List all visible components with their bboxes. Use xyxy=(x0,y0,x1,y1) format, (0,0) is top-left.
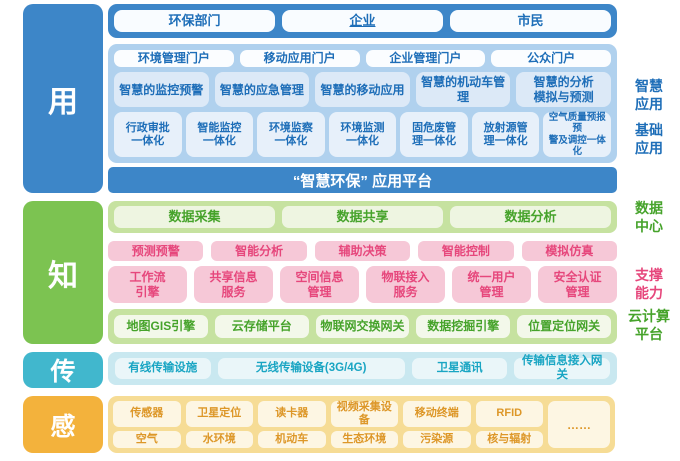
transmission-box: 有线传输设施 xyxy=(115,358,211,379)
cloud-box: 地图GIS引擎 xyxy=(114,315,208,338)
smart-app-row: 智慧的监控预警智慧的应急管理智慧的移动应用智慧的机动车管理智慧的分析 模拟与预测 xyxy=(114,72,611,108)
cloud-platform-row: 地图GIS引擎云存储平台物联网交换网关数据挖掘引擎位置定位网关 xyxy=(108,309,617,344)
side-label-support-capability: 支撑 能力 xyxy=(635,267,663,301)
side-label-cloud-platform: 云计算 平台 xyxy=(628,308,670,342)
side-label-smart-apps: 智慧 应用 xyxy=(635,78,663,112)
smart-app-box: 智慧的分析 模拟与预测 xyxy=(516,72,611,108)
use-layer-container: 环境管理门户移动应用门户企业管理门户公众门户 智慧的监控预警智慧的应急管理智慧的… xyxy=(108,44,617,163)
data-center-box: 数据采集 xyxy=(114,206,275,228)
support-capability-row-1: 预测预警智能分析辅助决策智能控制模拟仿真 xyxy=(108,241,618,261)
support-box: 物联接入 服务 xyxy=(366,266,445,303)
data-center-box: 数据分析 xyxy=(450,206,611,228)
user-role-box: 市民 xyxy=(450,10,611,32)
cloud-box: 云存储平台 xyxy=(214,315,309,338)
smart-app-box: 智慧的监控预警 xyxy=(114,72,209,108)
side-label-basic-apps: 基础 应用 xyxy=(635,122,663,156)
cloud-box: 数据挖掘引擎 xyxy=(416,315,511,338)
layer-block-sense: 感 xyxy=(23,396,103,453)
cloud-box: 物联网交换网关 xyxy=(315,315,410,338)
portal-box: 环境管理门户 xyxy=(114,50,234,68)
sense-device-box: 视频采集设备 xyxy=(330,401,398,427)
layer-block-use: 用 xyxy=(23,4,103,193)
cloud-box: 位置定位网关 xyxy=(517,315,611,338)
sense-device-box: RFID xyxy=(475,401,543,427)
transmission-box: 卫星通讯 xyxy=(411,358,508,379)
support-box: 安全认证 管理 xyxy=(538,266,617,303)
support-box: 共享信息 服务 xyxy=(194,266,273,303)
sense-target-box: 机动车 xyxy=(258,430,326,448)
layer-block-know: 知 xyxy=(23,201,103,344)
sense-target-box: 污染源 xyxy=(403,430,471,448)
support-box: 辅助决策 xyxy=(314,241,411,261)
sense-target-box: 空气 xyxy=(113,430,181,448)
sense-target-box: 生态环境 xyxy=(330,430,398,448)
basic-app-box: 智能监控 一体化 xyxy=(185,112,254,157)
transmission-box: 传输信息接入网关 xyxy=(514,355,610,381)
user-role-box: 环保部门 xyxy=(114,10,275,32)
support-box: 智能分析 xyxy=(211,241,307,261)
layer-block-transmit: 传 xyxy=(23,352,103,388)
data-center-box: 数据共享 xyxy=(282,206,443,228)
sense-device-box: 卫星定位 xyxy=(185,401,253,427)
support-box: 模拟仿真 xyxy=(521,241,618,261)
smart-app-box: 智慧的机动车管理 xyxy=(415,72,511,108)
support-box: 工作流 引擎 xyxy=(108,266,187,303)
portal-box: 公众门户 xyxy=(491,50,611,68)
transmission-row: 有线传输设施无线传输设备(3G/4G) 卫星通讯传输信息接入网关 xyxy=(108,352,617,385)
user-roles-row: 环保部门企业市民 xyxy=(108,4,617,38)
support-box: 智能控制 xyxy=(418,241,514,261)
support-capability-row-2: 工作流 引擎共享信息 服务空间信息 管理物联接入 服务统一用户 管理安全认证 管… xyxy=(108,266,617,303)
sense-more-box: …… xyxy=(548,401,610,448)
basic-app-row: 行政审批 一体化智能监控 一体化环境监察 一体化环境监测 一体化固危废管 理一体… xyxy=(114,112,612,157)
support-box: 空间信息 管理 xyxy=(280,266,359,303)
portal-row: 环境管理门户移动应用门户企业管理门户公众门户 xyxy=(114,50,611,68)
smart-app-box: 智慧的移动应用 xyxy=(315,72,410,108)
smart-app-box: 智慧的应急管理 xyxy=(214,72,310,108)
basic-app-box: 放射源管 理一体化 xyxy=(471,112,540,157)
basic-app-box: 固危废管 理一体化 xyxy=(400,112,468,157)
platform-bar: “智慧环保” 应用平台 xyxy=(108,167,617,193)
basic-app-box: 行政审批 一体化 xyxy=(114,112,182,157)
portal-box: 企业管理门户 xyxy=(365,50,486,68)
portal-box: 移动应用门户 xyxy=(239,50,360,68)
sense-target-box: 水环境 xyxy=(185,430,253,448)
support-box: 统一用户 管理 xyxy=(452,266,531,303)
sense-target-row: 空气水环境机动车生态环境污染源核与辐射 xyxy=(113,430,543,448)
support-box: 预测预警 xyxy=(108,241,204,261)
side-label-data-center: 数据 中心 xyxy=(635,200,663,234)
basic-app-box: 环境监察 一体化 xyxy=(257,112,325,157)
basic-app-box: 环境监测 一体化 xyxy=(328,112,397,157)
sense-device-box: 传感器 xyxy=(113,401,181,427)
basic-app-box: 空气质量预报预 警及调控一体化 xyxy=(543,112,612,157)
transmission-box: 无线传输设备(3G/4G) xyxy=(217,358,405,379)
user-role-box: 企业 xyxy=(282,10,443,32)
sense-target-box: 核与辐射 xyxy=(475,430,543,448)
sense-device-box: 移动终端 xyxy=(403,401,471,427)
sense-device-box: 读卡器 xyxy=(258,401,326,427)
data-center-row: 数据采集数据共享数据分析 xyxy=(108,201,617,233)
